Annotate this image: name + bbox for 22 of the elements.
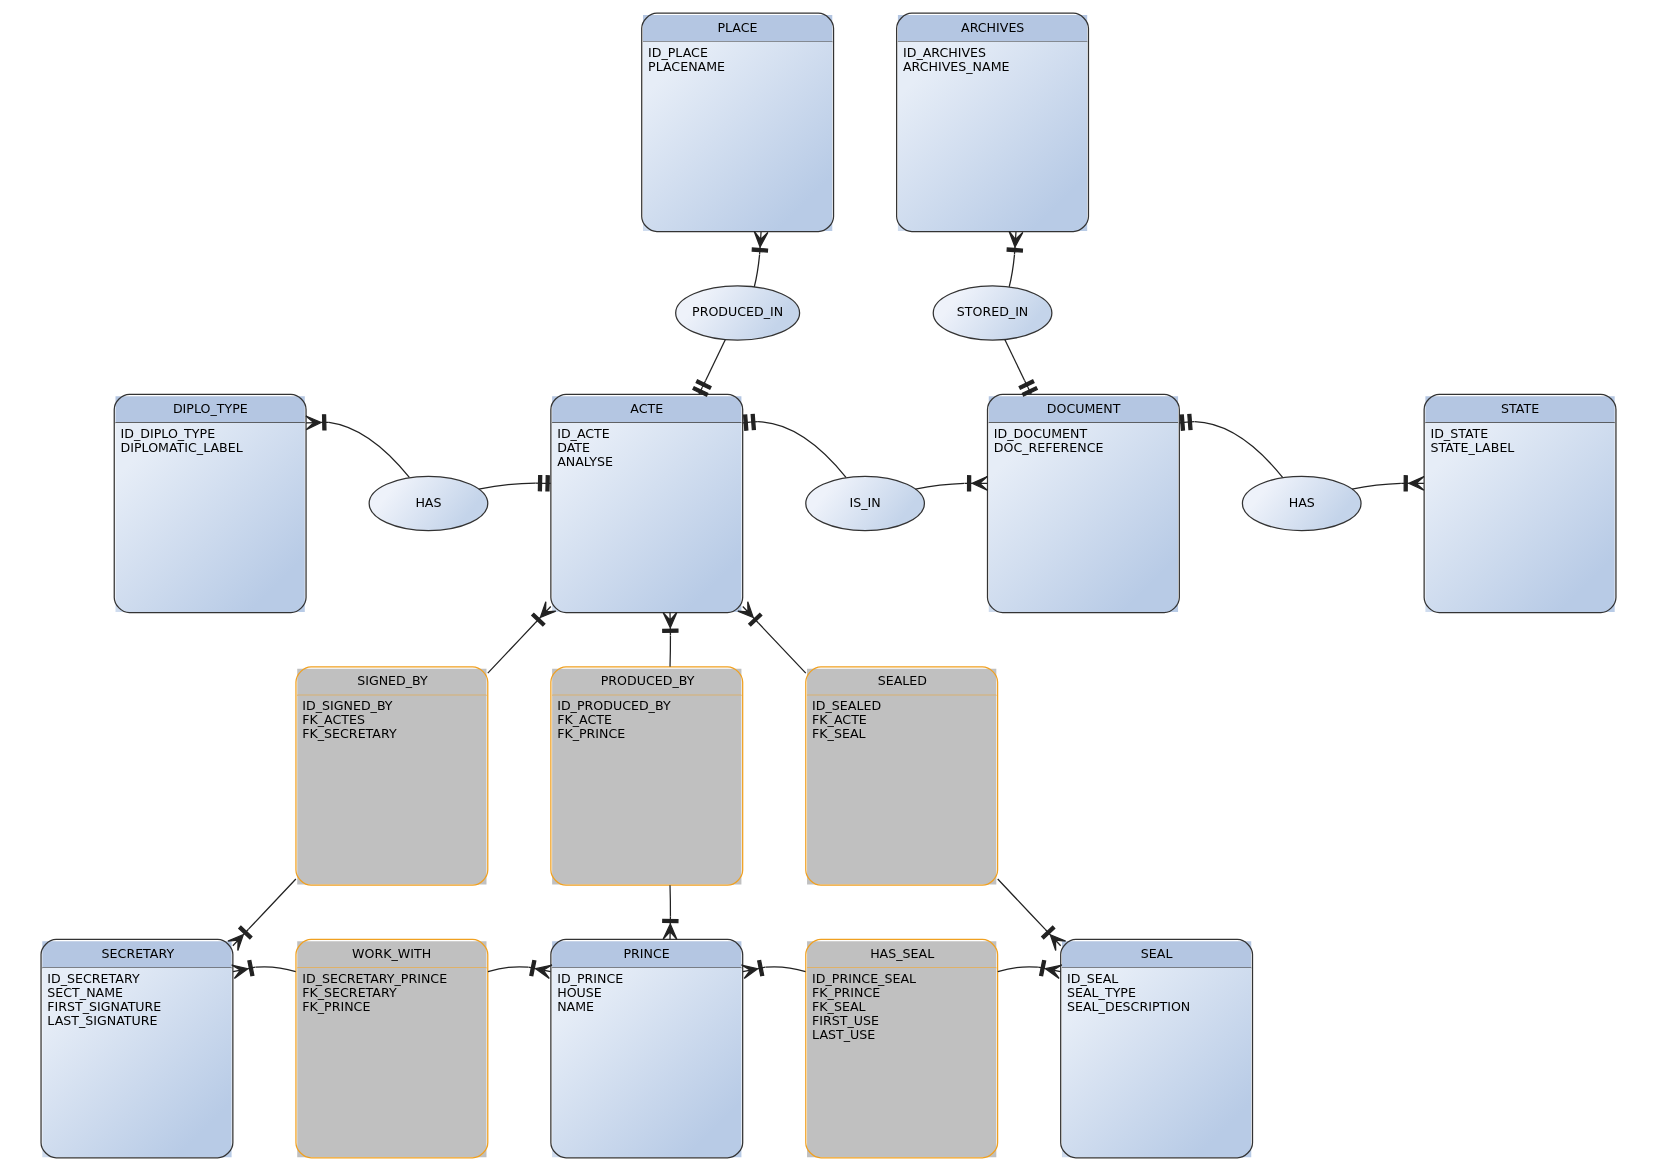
- connector: [1003, 338, 1038, 397]
- connector: [486, 959, 553, 979]
- connector: [304, 414, 410, 478]
- connector: [230, 959, 296, 980]
- node-ellipse: IS_IN: [804, 475, 925, 532]
- connector: [740, 959, 806, 980]
- node-ellipse: HAS: [368, 475, 488, 532]
- node-ellipse: HAS: [1241, 475, 1362, 532]
- node-ellipse: STORED_IN: [932, 285, 1052, 341]
- connector: [1005, 230, 1023, 288]
- node-ellipse: PRODUCED_IN: [674, 285, 800, 341]
- connector: [661, 884, 679, 940]
- connector: [996, 959, 1062, 979]
- connector: [914, 475, 988, 492]
- connector: [736, 601, 806, 674]
- connector: [1350, 475, 1425, 492]
- connector: [751, 230, 768, 288]
- connector: [996, 878, 1066, 952]
- connector: [691, 338, 726, 397]
- connector: [226, 878, 296, 952]
- connector: [661, 611, 679, 668]
- connector: [486, 601, 556, 674]
